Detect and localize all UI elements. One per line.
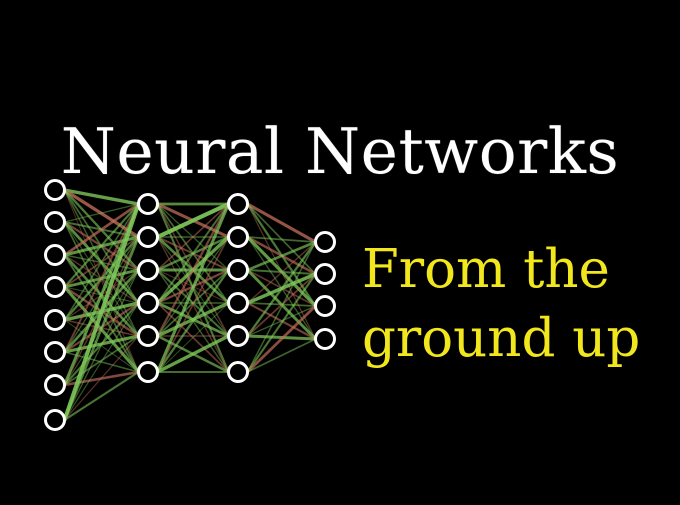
network-node (44, 179, 66, 201)
network-nodes-group (44, 179, 336, 431)
network-node (44, 374, 66, 396)
network-edge (246, 240, 317, 272)
network-edge (63, 202, 140, 257)
tagline-line-1: From the (362, 239, 610, 300)
tagline: From the ground up (362, 236, 662, 374)
network-edge (246, 304, 317, 374)
network-node (137, 292, 159, 314)
network-node (314, 263, 336, 285)
neural-network-diagram (28, 172, 348, 438)
network-node (137, 361, 159, 383)
network-edge (63, 203, 140, 353)
network-edges-group (62, 188, 318, 422)
network-edge (156, 269, 230, 337)
network-edge (246, 338, 317, 373)
network-node (44, 276, 66, 298)
network-edge (62, 202, 141, 422)
network-edge (246, 273, 317, 337)
network-node (137, 325, 159, 347)
network-edge (156, 268, 230, 374)
network-node (44, 341, 66, 363)
network-edge (63, 335, 140, 386)
network-node (137, 226, 159, 248)
network-node (227, 325, 249, 347)
network-node (44, 409, 66, 431)
network-edge (63, 301, 140, 387)
network-node (227, 259, 249, 281)
network-node (44, 211, 66, 233)
network-edge (246, 240, 317, 338)
network-edge (156, 202, 230, 338)
network-edge (63, 235, 140, 422)
network-edge (63, 370, 140, 422)
network-node (227, 292, 249, 314)
network-node (314, 295, 336, 317)
tagline-line-2: ground up (362, 307, 641, 369)
network-node (137, 193, 159, 215)
network-edge (246, 305, 317, 337)
neural-network-svg (44, 179, 336, 431)
network-edge (246, 269, 317, 275)
network-edge (63, 203, 140, 223)
network-node (137, 259, 159, 281)
network-node (44, 309, 66, 331)
network-edge (155, 201, 231, 240)
page-title: Neural Networks (60, 115, 620, 189)
network-edge (63, 189, 140, 373)
network-edge (63, 202, 140, 289)
network-node (314, 328, 336, 350)
network-edge (156, 302, 230, 373)
network-node (227, 361, 249, 383)
network-edge (246, 241, 317, 373)
network-edge (246, 241, 317, 304)
network-edge (63, 302, 140, 421)
network-edge (63, 203, 140, 321)
network-node (314, 231, 336, 253)
network-edge (63, 335, 140, 421)
network-edge (156, 203, 230, 304)
network-edge (245, 202, 318, 244)
network-edge (63, 269, 140, 421)
network-node (227, 226, 249, 248)
network-edge (246, 301, 317, 341)
network-edge (246, 272, 317, 374)
network-edge (156, 236, 230, 373)
network-edge (62, 188, 141, 206)
network-edge (155, 202, 231, 374)
network-node (227, 193, 249, 215)
network-edge (155, 334, 231, 374)
network-edge (156, 203, 230, 271)
network-edge (246, 236, 317, 243)
network-node (44, 244, 66, 266)
